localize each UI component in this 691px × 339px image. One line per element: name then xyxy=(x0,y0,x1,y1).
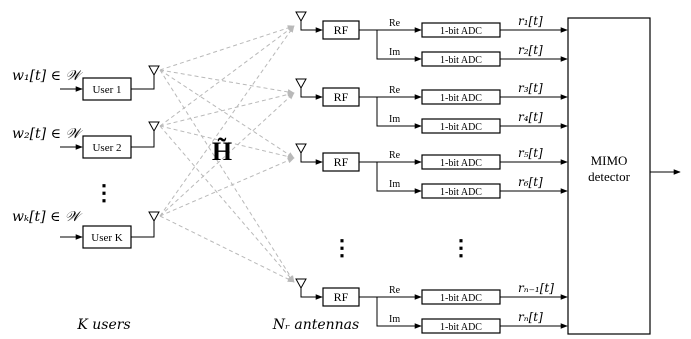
rx-antenna-feed xyxy=(300,288,323,300)
adc-label: 1-bit ADC xyxy=(440,158,482,169)
users-ellipsis: ⋮ xyxy=(93,180,115,205)
user-k-antenna-feed xyxy=(131,221,155,238)
antennas-footer-label: Nᵣ antennas xyxy=(272,317,359,333)
rx-antenna-feed xyxy=(300,153,323,165)
mimo-detector-label-line2: detector xyxy=(588,169,631,184)
channel-path xyxy=(159,125,295,160)
rx-antenna-feed xyxy=(300,21,323,33)
user-2-input-label: w₂[t] ∈ 𝒲 xyxy=(12,126,83,142)
channel-path xyxy=(159,125,295,283)
rf-label: RF xyxy=(334,90,349,104)
user-1-antenna-feed xyxy=(131,75,155,90)
adc-label: 1-bit ADC xyxy=(440,322,482,333)
user-1-antenna-icon xyxy=(148,65,160,77)
channel-path xyxy=(159,69,295,159)
output-signal-label: r₆[t] xyxy=(518,175,543,189)
im-label: Im xyxy=(389,114,400,125)
rx-antenna-icon xyxy=(295,143,307,155)
re-label: Re xyxy=(389,18,401,29)
output-signal-label: r₁[t] xyxy=(518,14,543,28)
rx-antenna-icon xyxy=(295,11,307,23)
rf-label: RF xyxy=(334,155,349,169)
channel-path xyxy=(159,92,295,217)
channel-path xyxy=(159,69,295,283)
channel-path xyxy=(159,25,295,217)
user-k-label: User K xyxy=(91,232,123,244)
im-label: Im xyxy=(389,47,400,58)
adc-label: 1-bit ADC xyxy=(440,55,482,66)
user-k-antenna-icon xyxy=(148,211,160,223)
channel-path xyxy=(159,215,295,283)
im-branch-wire xyxy=(376,30,422,62)
re-label: Re xyxy=(389,85,401,96)
channel-path xyxy=(159,25,295,71)
rf-ellipsis: ⋮ xyxy=(331,235,353,260)
output-signal-label: rₙ₋₁[t] xyxy=(518,281,554,295)
user-1-input-label: w₁[t] ∈ 𝒲 xyxy=(12,68,83,84)
im-label: Im xyxy=(389,314,400,325)
users-footer-label: K users xyxy=(76,317,130,333)
channel-path xyxy=(159,69,295,95)
output-signal-label: r₅[t] xyxy=(518,146,543,160)
adc-label: 1-bit ADC xyxy=(440,187,482,198)
adc-ellipsis: ⋮ xyxy=(450,235,472,260)
rf-label: RF xyxy=(334,23,349,37)
im-branch-wire xyxy=(376,297,422,329)
re-label: Re xyxy=(389,150,401,161)
channel-matrix-label: H̃ xyxy=(212,137,232,166)
user-k-input-label: wₖ[t] ∈ 𝒲 xyxy=(12,209,83,225)
output-signal-label: rₙ[t] xyxy=(518,310,543,324)
user-2-antenna-feed xyxy=(131,131,155,148)
channel-paths xyxy=(159,25,295,283)
adc-label: 1-bit ADC xyxy=(440,93,482,104)
channel-path xyxy=(159,91,295,127)
output-signal-label: r₂[t] xyxy=(518,43,543,57)
re-label: Re xyxy=(389,285,401,296)
mimo-detector-label-line1: MIMO xyxy=(591,153,628,168)
im-label: Im xyxy=(389,179,400,190)
adc-label: 1-bit ADC xyxy=(440,293,482,304)
adc-label: 1-bit ADC xyxy=(440,122,482,133)
im-branch-wire xyxy=(376,162,422,194)
rx-antenna-icon xyxy=(295,278,307,290)
im-branch-wire xyxy=(376,97,422,129)
user-1-label: User 1 xyxy=(92,84,121,96)
mimo-detector-block xyxy=(567,17,651,335)
output-signal-label: r₃[t] xyxy=(518,81,543,95)
rx-antenna-feed xyxy=(300,88,323,100)
user-2-label: User 2 xyxy=(92,142,121,154)
adc-label: 1-bit ADC xyxy=(440,26,482,37)
output-signal-label: r₄[t] xyxy=(518,110,543,124)
rf-label: RF xyxy=(334,290,349,304)
rx-antenna-icon xyxy=(295,78,307,90)
channel-path xyxy=(159,157,295,217)
user-2-antenna-icon xyxy=(148,121,160,133)
user-section: w₁[t] ∈ 𝒲 w₂[t] ∈ 𝒲 wₖ[t] ∈ 𝒲 User 1 Use… xyxy=(12,65,160,333)
